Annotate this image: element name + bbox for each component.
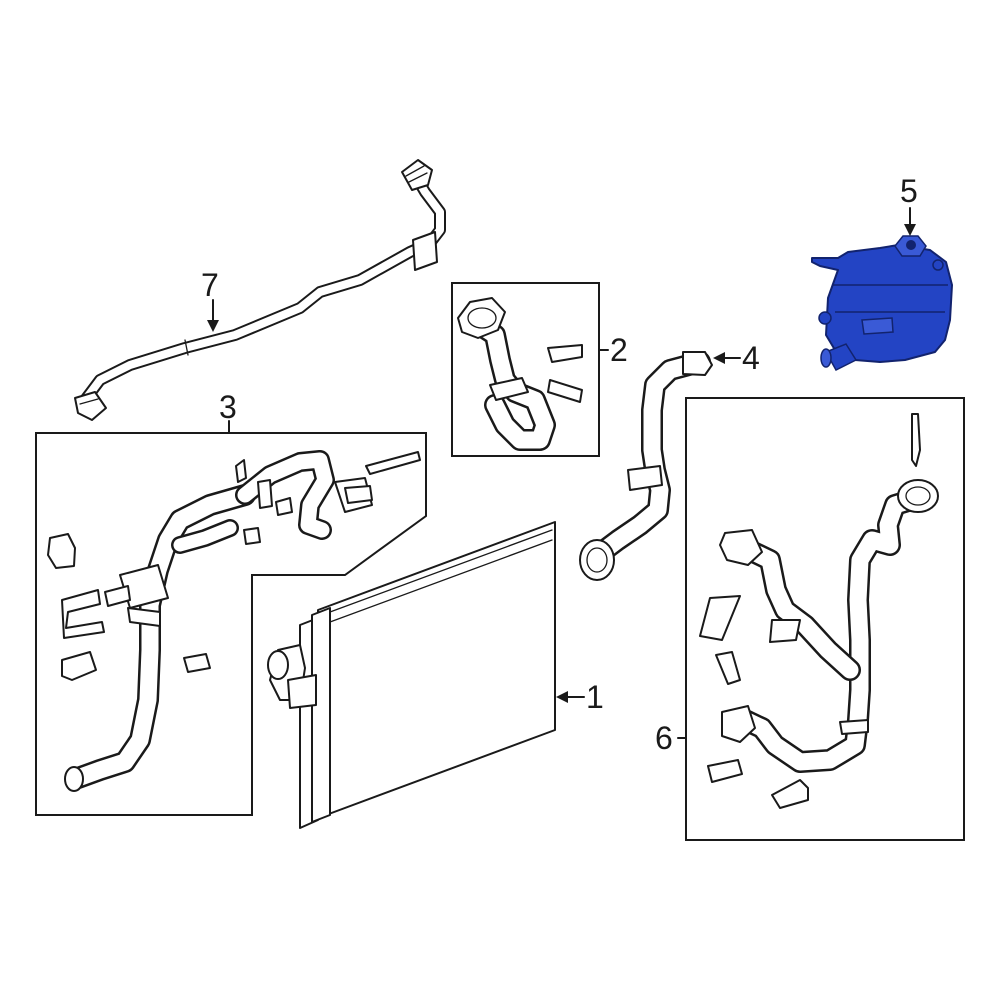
callout-1-arrow bbox=[556, 691, 568, 703]
part-3-hose-assembly[interactable] bbox=[47, 450, 421, 792]
callout-4-label: 4 bbox=[742, 340, 760, 376]
part-4-hose[interactable] bbox=[579, 351, 713, 581]
callout-4-arrow bbox=[713, 352, 725, 364]
part-6-hose-assembly[interactable] bbox=[699, 413, 939, 809]
part-6-box bbox=[685, 397, 965, 841]
part-1-radiator[interactable] bbox=[267, 521, 556, 829]
callout-1-label: 1 bbox=[586, 679, 604, 715]
part-3-box bbox=[35, 432, 427, 816]
part-7-hose[interactable] bbox=[74, 159, 446, 421]
callout-5-label: 5 bbox=[900, 173, 918, 209]
callout-5-arrow bbox=[904, 224, 916, 236]
part-2-hose[interactable] bbox=[457, 297, 583, 451]
callout-7-arrow bbox=[207, 320, 219, 332]
callout-7-label: 7 bbox=[201, 267, 219, 303]
callout-2-label: 2 bbox=[610, 332, 628, 368]
callout-3-label: 3 bbox=[219, 389, 237, 425]
part-5-reservoir[interactable] bbox=[811, 235, 953, 371]
part-2-box bbox=[451, 282, 600, 457]
callout-6-label: 6 bbox=[655, 720, 673, 756]
